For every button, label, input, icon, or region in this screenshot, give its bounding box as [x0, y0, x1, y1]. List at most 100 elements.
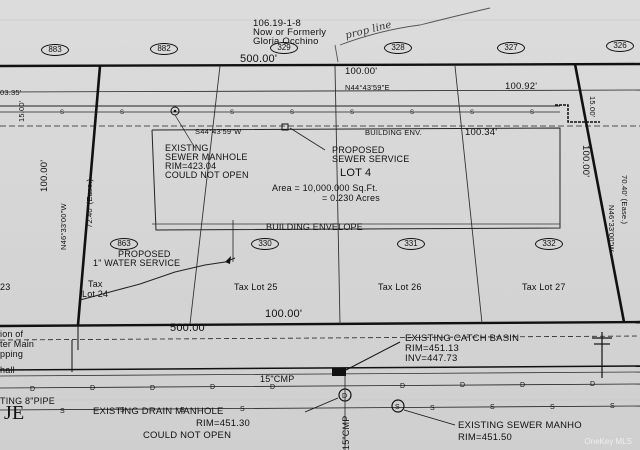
drain-line — [0, 383, 640, 389]
easement-notch — [555, 104, 600, 123]
svg-text:S: S — [120, 407, 125, 414]
top-property-line — [0, 62, 640, 68]
tax-lot-25: Tax Lot 25 — [234, 282, 278, 292]
lot4-left-line — [76, 65, 102, 326]
svg-text:D: D — [590, 381, 595, 388]
catch-basin-leader — [345, 341, 401, 371]
lot-oval: 330 — [251, 238, 279, 250]
dim-right-side-ease: 70.40' (Ease.) — [620, 175, 629, 225]
dim-bottom-lot: 100.00' — [265, 308, 303, 320]
svg-text:S: S — [60, 408, 65, 415]
catch-basin-label-1: EXISTING CATCH BASIN — [405, 333, 520, 344]
catch-basin-label-2: RIM=451.13 — [405, 343, 460, 354]
proposed-sewer-label-2: SEWER SERVICE — [332, 154, 410, 164]
bearing-top: N44°43'59"E — [345, 83, 390, 92]
svg-text:D: D — [342, 393, 347, 400]
building-envelope-label: BUILDING ENVELOPE — [266, 222, 363, 232]
svg-text:S: S — [180, 407, 185, 414]
svg-text:D: D — [460, 382, 465, 389]
lot-oval: 863 — [110, 238, 138, 250]
svg-text:S: S — [230, 110, 234, 116]
manhole-label-leader — [174, 114, 196, 149]
lot-oval: 326 — [606, 40, 634, 52]
dim-easement-width: 15.00' — [17, 100, 26, 122]
svg-text:D: D — [90, 385, 95, 392]
lot-oval: 332 — [535, 238, 563, 250]
tax-lot-26: Tax Lot 26 — [378, 282, 422, 292]
tax-lot-24-a: Tax — [88, 279, 103, 289]
lot-line-1 — [189, 65, 221, 325]
parcel-id: 106.19-1-8 — [253, 18, 301, 29]
lot-title: LOT 4 — [340, 167, 372, 179]
dim-top-lot: 100.00' — [345, 66, 378, 77]
left-edge-all: hall — [0, 365, 15, 375]
sewer-manhole-label-3: RIM=423.04 — [165, 161, 217, 171]
svg-text:S: S — [470, 110, 474, 116]
left-edge-ion: ion of — [0, 329, 24, 339]
bearing-right: N46°33'00"W — [607, 205, 616, 252]
svg-text:S: S — [550, 404, 555, 411]
svg-text:D: D — [210, 384, 215, 391]
svg-text:D: D — [400, 383, 405, 390]
lot-oval: 882 — [150, 43, 178, 55]
dim-right-easement-width: 15.00' — [588, 96, 597, 118]
drain-manhole-label-3: COULD NOT OPEN — [143, 430, 232, 441]
svg-text:S: S — [350, 110, 354, 116]
lot-line-3 — [454, 65, 483, 324]
drain-manhole-label-2: RIM=451.30 — [196, 418, 251, 429]
area-line-2: = 0.230 Acres — [322, 193, 380, 203]
left-edge-ping: pping — [0, 349, 24, 359]
street-name-fragment: JE — [4, 402, 25, 424]
sewer-manhole-bottom-label-2: RIM=451.50 — [458, 432, 513, 443]
proposed-water-label-2: 1" WATER SERVICE — [93, 258, 181, 268]
dim-left-partial: 03.35' — [0, 88, 22, 97]
building-env-label: BUILDING ENV. — [365, 128, 422, 137]
svg-text:S: S — [410, 110, 414, 116]
proposed-sewer-leader — [289, 127, 326, 151]
cmp-label-2: 15"CMP — [341, 415, 351, 450]
handwritten-prop-line-mark — [339, 7, 491, 46]
sewer-manhole-bottom-label-1: EXISTING SEWER MANHO — [458, 420, 582, 431]
cmp-label-1: 15"CMP — [260, 374, 295, 384]
lot4-right-line — [573, 63, 626, 323]
existing-8pipe: TING 8"PIPE — [0, 396, 55, 406]
dim-right-side: 100.00' — [580, 145, 591, 178]
tax-lot-27: Tax Lot 27 — [522, 282, 566, 292]
svg-text:S: S — [395, 404, 400, 411]
tax-lot-24-b: Lot 24 — [82, 289, 109, 299]
lot-oval: 328 — [384, 42, 412, 54]
svg-text:S: S — [240, 406, 245, 413]
svg-text:D: D — [270, 384, 275, 391]
dim-top-right: 100.92' — [505, 81, 538, 92]
lot-line-2 — [334, 65, 341, 325]
svg-text:S: S — [290, 110, 294, 116]
lot-oval: 327 — [497, 42, 525, 54]
dim-env-right: 100.34' — [465, 127, 498, 138]
water-main-line — [0, 335, 640, 341]
sewer-manhole-symbol — [391, 399, 405, 413]
curb-line — [0, 365, 640, 371]
left-edge-23: 23 — [0, 282, 11, 292]
watermark: OneKey MLS — [584, 437, 632, 446]
proposed-sewer-label-1: PROPOSED — [332, 145, 385, 155]
building-envelope — [151, 127, 561, 231]
lot-oval: 329 — [270, 42, 298, 54]
drain-manhole-leader — [304, 397, 339, 413]
svg-text:S: S — [430, 405, 435, 412]
lot-oval: 331 — [397, 238, 425, 250]
left-edge-main: ter Main — [0, 339, 35, 349]
sewer-manhole-label-4: COULD NOT OPEN — [165, 170, 249, 180]
bottom-sewer-line — [0, 405, 640, 411]
bearing-left: N46°33'00"W — [59, 203, 68, 250]
dim-left-side: 100.00' — [39, 159, 50, 192]
svg-text:S: S — [610, 403, 615, 410]
svg-text:D: D — [150, 385, 155, 392]
sewer-manhole-leader — [403, 409, 456, 426]
curb-line-2 — [0, 371, 640, 377]
svg-text:S: S — [120, 110, 124, 116]
owner-line-1: Now or Formerly — [253, 27, 327, 38]
